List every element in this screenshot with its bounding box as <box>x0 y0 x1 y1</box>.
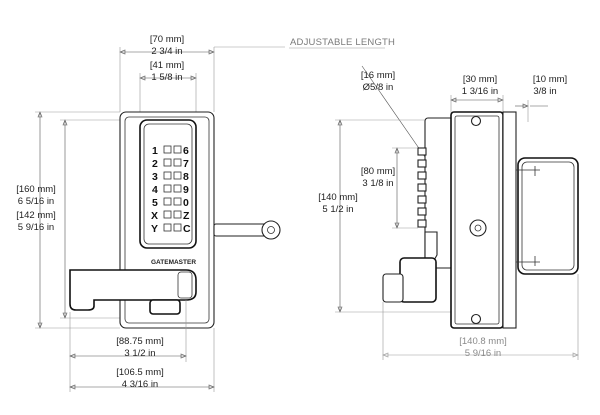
key-2[interactable]: 2 <box>152 158 158 170</box>
body-depth-mm: [30 mm] <box>463 74 497 85</box>
front-view: [70 mm] 2 3/4 in [41 mm] 1 5/8 in ADJUST… <box>16 34 395 392</box>
hole-diameter-in: Ø5/8 in <box>363 82 394 93</box>
overall-width-mm: [70 mm] <box>150 34 184 45</box>
overall-reach-mm: [106.5 mm] <box>116 367 164 378</box>
key-z[interactable]: Z <box>183 210 190 222</box>
buttons-height-in: 3 1/8 in <box>362 178 393 189</box>
keypad-height-mm: [142 mm] <box>16 210 56 221</box>
plate-thickness-mm: [10 mm] <box>533 74 567 85</box>
overall-depth-mm: [140.8 mm] <box>459 336 507 347</box>
brand-label: GATEMASTER <box>151 259 196 266</box>
key-8[interactable]: 8 <box>183 171 189 183</box>
overall-height-mm: [160 mm] <box>16 184 56 195</box>
handle-reach-in: 3 1/2 in <box>124 348 155 359</box>
overall-height-in: 6 5/16 in <box>18 196 54 207</box>
key-3[interactable]: 3 <box>152 171 158 183</box>
key-6[interactable]: 6 <box>183 145 189 157</box>
plate-thickness-in: 3/8 in <box>533 86 556 97</box>
handle-reach-mm: [88.75 mm] <box>116 336 164 347</box>
side-buttons <box>417 147 427 228</box>
overall-width-in: 2 3/4 in <box>151 46 182 57</box>
key-7[interactable]: 7 <box>183 158 189 170</box>
keypad: 1 6 2 7 3 8 4 9 5 0 X Z Y <box>151 145 191 235</box>
adjustable-length-label: ADJUSTABLE LENGTH <box>290 37 395 48</box>
key-1[interactable]: 1 <box>152 145 158 157</box>
hole-diameter-mm: [16 mm] <box>361 70 395 81</box>
key-c[interactable]: C <box>183 223 191 235</box>
buttons-height-mm: [80 mm] <box>361 166 395 177</box>
key-9[interactable]: 9 <box>183 184 189 196</box>
key-5[interactable]: 5 <box>152 197 158 209</box>
keypad-height-in: 5 9/16 in <box>18 222 54 233</box>
mount-height-mm: [140 mm] <box>318 192 358 203</box>
body-depth-in: 1 3/16 in <box>462 86 498 97</box>
side-view: [16 mm] Ø5/8 in [30 mm] 1 3/16 in [10 mm… <box>318 65 579 360</box>
key-0[interactable]: 0 <box>183 197 189 209</box>
overall-depth-in: 5 9/16 in <box>465 348 501 359</box>
keypad-width-in: 1 5/8 in <box>151 72 182 83</box>
key-x[interactable]: X <box>151 210 158 222</box>
keypad-width-mm: [41 mm] <box>150 60 184 71</box>
key-4[interactable]: 4 <box>152 184 158 196</box>
overall-reach-in: 4 3/16 in <box>122 379 158 390</box>
mount-height-in: 5 1/2 in <box>322 204 353 215</box>
key-y[interactable]: Y <box>151 223 158 235</box>
